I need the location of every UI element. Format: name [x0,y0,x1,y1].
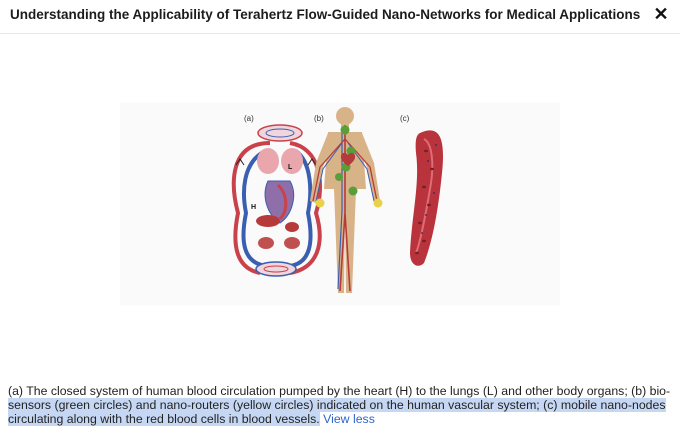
heart-label: H [251,204,256,211]
dialog-header: Understanding the Applicability of Terah… [0,0,680,34]
panel-b-label: (b) [314,114,324,123]
blood-vessel-diagram [410,130,444,266]
caption-text: (a) The closed system of human blood cir… [8,384,671,398]
circulation-diagram: L H [231,124,323,277]
panel-c-label: (c) [400,114,410,123]
figure: (a) L H [120,103,560,305]
view-less-link[interactable]: View less [323,412,375,426]
close-icon[interactable]: ✕ [653,4,669,24]
lungs-label: L [288,164,293,171]
dialog-title: Understanding the Applicability of Terah… [10,7,641,22]
human-body-diagram [310,107,383,293]
panel-a-label: (a) [244,114,254,123]
figure-caption: (a) The closed system of human blood cir… [8,384,673,426]
figure-illustration: (a) L H [231,107,444,293]
